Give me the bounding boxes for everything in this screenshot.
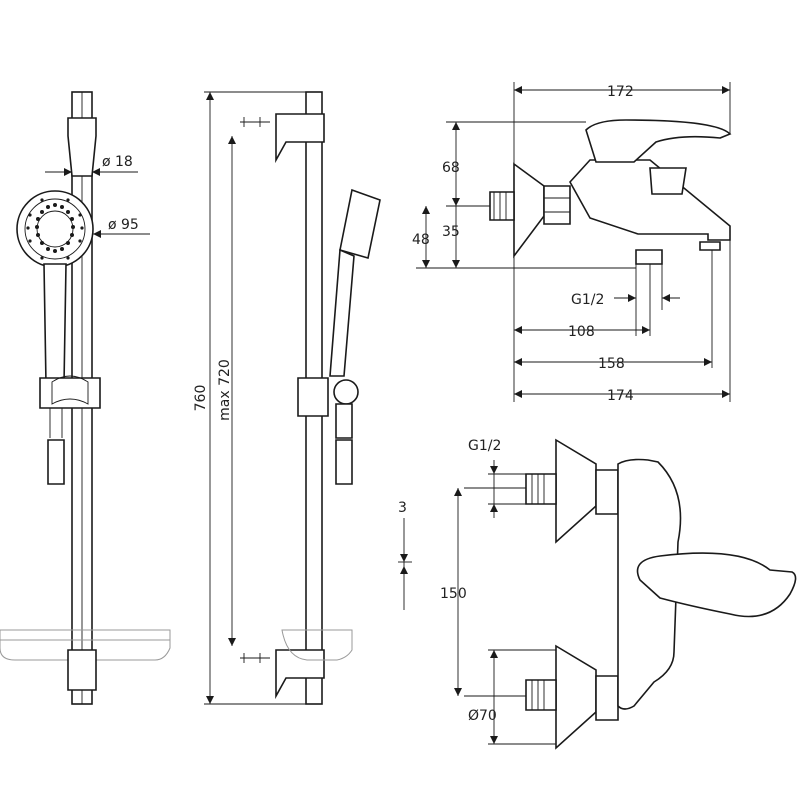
top-bracket xyxy=(67,117,97,177)
side-bottom-bracket xyxy=(275,649,325,700)
side-slider xyxy=(297,377,329,417)
mixer-nut xyxy=(543,185,571,225)
side-hose xyxy=(335,439,353,485)
side-top-bracket xyxy=(275,113,325,164)
hose xyxy=(47,439,65,485)
upper-inlet xyxy=(525,473,557,505)
lower-nut xyxy=(595,675,619,721)
dim-width-108: 108 xyxy=(568,324,595,340)
upper-flange xyxy=(555,438,597,544)
shower-handle xyxy=(43,263,67,385)
dim-height-48: 48 xyxy=(412,232,430,248)
dim-thread-g12-top: G1/2 xyxy=(571,292,604,308)
shower-mixer-lever xyxy=(636,552,797,618)
shower-mixer-view: 150 G1/2 Ø70 3 xyxy=(398,438,797,750)
shower-nozzles xyxy=(26,198,84,260)
upper-nut xyxy=(595,469,619,515)
dim-width-174: 174 xyxy=(607,388,634,404)
side-shower-handle xyxy=(329,248,355,377)
lower-inlet xyxy=(525,679,557,711)
bottom-screw xyxy=(240,653,270,663)
dim-thread-g12-bottom: G1/2 xyxy=(468,438,501,454)
dim-diameter-95: ø 95 xyxy=(108,217,139,233)
soap-dish xyxy=(0,629,171,661)
slider xyxy=(39,377,101,409)
lower-flange xyxy=(555,644,597,750)
dim-offset-3: 3 xyxy=(398,500,407,516)
dim-height-68: 68 xyxy=(442,160,460,176)
bottom-bracket xyxy=(67,649,97,691)
dim-max-720: max 720 xyxy=(217,359,233,421)
dim-width-172: 172 xyxy=(607,84,634,100)
shower-rail-side-view: 760 max 720 xyxy=(193,91,381,705)
dim-diameter-18: ø 18 xyxy=(102,154,133,170)
mixer-lever xyxy=(585,119,732,163)
top-screw xyxy=(240,117,270,127)
dim-height-35: 35 xyxy=(442,224,460,240)
bath-mixer-view: 172 68 35 48 G1/2 108 158 1 xyxy=(412,82,732,404)
dim-height-760: 760 xyxy=(193,385,209,412)
side-soap-dish xyxy=(281,629,353,661)
diverter-knob xyxy=(649,167,687,195)
dim-width-158: 158 xyxy=(598,356,625,372)
shower-rail-front-view: ø 18 ø 95 xyxy=(0,91,171,705)
mixer-outlet xyxy=(635,249,663,265)
dim-height-150: 150 xyxy=(440,586,467,602)
mixer-flange xyxy=(513,162,545,259)
dim-diameter-70: Ø70 xyxy=(468,708,497,724)
side-shower-head xyxy=(339,188,381,260)
